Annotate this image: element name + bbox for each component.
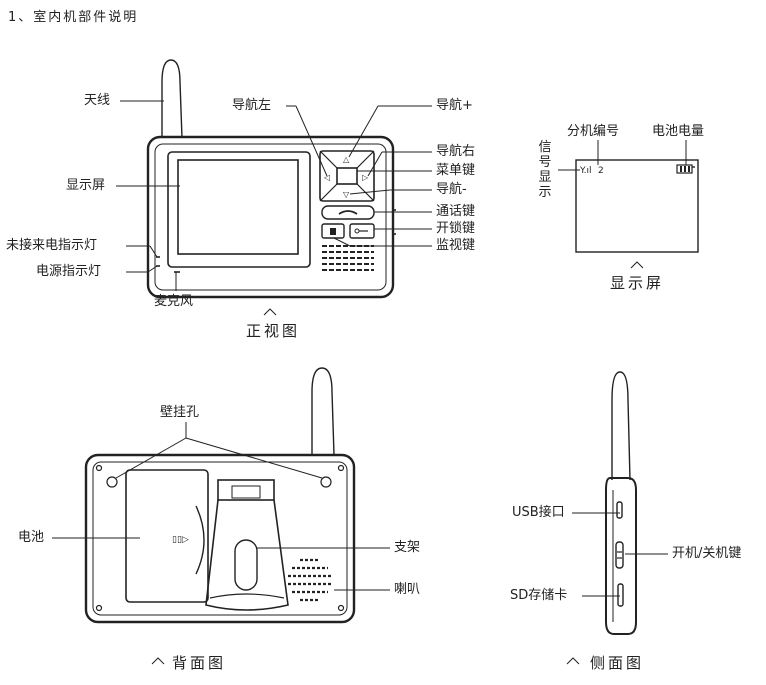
- side-device-body: [605, 477, 637, 635]
- side-caption-caret: [566, 657, 580, 665]
- front-screen-bezel: [167, 151, 311, 268]
- battery-icon: [676, 164, 693, 174]
- screen-signal-indicator: Y.ıl: [580, 166, 592, 176]
- stand-slot: [234, 539, 258, 591]
- label-battery-level: 电池电量: [652, 124, 705, 139]
- side-callout-lines: [572, 512, 668, 597]
- battery-cover: [125, 469, 209, 603]
- label-call-key: 通话键: [436, 204, 476, 219]
- caption-display: 显示屏: [610, 274, 665, 292]
- label-nav-right: 导航右: [436, 144, 476, 159]
- front-menu-key: [336, 167, 358, 185]
- back-antenna-shape: [311, 367, 335, 456]
- front-call-key: [321, 205, 375, 220]
- front-monitor-key: [321, 223, 345, 239]
- usb-port-mark: [616, 501, 623, 519]
- section-heading: 1、室内机部件说明: [8, 10, 139, 25]
- label-signal-display: 信号显示: [538, 140, 552, 200]
- label-antenna: 天线: [84, 93, 111, 108]
- front-caption-caret: [263, 308, 277, 316]
- label-usb-port: USB接口: [512, 505, 565, 520]
- display-detail-screen: [575, 159, 699, 253]
- front-speaker-grille: [322, 245, 374, 271]
- back-caption-caret: [151, 657, 165, 665]
- back-view-device: ▯▯▷: [84, 367, 356, 624]
- label-stand: 支架: [394, 540, 421, 555]
- label-menu-key: 菜单键: [436, 163, 476, 178]
- stand-hinge: [217, 479, 275, 501]
- back-callout-lines: [52, 422, 390, 591]
- mount-hole-right: [320, 476, 332, 488]
- label-screen: 显示屏: [66, 178, 106, 193]
- back-speaker-grille: [288, 558, 332, 602]
- label-missed-call-led: 未接来电指示灯: [6, 238, 98, 253]
- label-power-led: 电源指示灯: [36, 264, 102, 279]
- nav-left-arrow: ◁: [323, 173, 330, 182]
- power-key-mark: [615, 541, 624, 569]
- caption-front-view: 正视图: [246, 322, 301, 340]
- front-callout-lines: [116, 100, 432, 291]
- label-mount-holes: 壁挂孔: [160, 405, 200, 420]
- side-antenna-shape: [611, 371, 631, 481]
- label-battery: 电池: [18, 530, 45, 545]
- stand-shape: [205, 499, 289, 611]
- label-power-key: 开机/关机键: [672, 546, 742, 561]
- screen-extension-number: 2: [598, 166, 604, 176]
- front-nav-pad: [319, 150, 375, 202]
- label-extension-number: 分机编号: [567, 124, 620, 139]
- front-view-device: △ ▽ ◁ ▷: [146, 59, 396, 299]
- nav-right-arrow: ▷: [362, 173, 369, 182]
- caption-back-view: 背面图: [172, 654, 227, 672]
- display-detail: [558, 140, 699, 269]
- caption-side-view: 侧面图: [590, 654, 645, 672]
- label-nav-minus: 导航-: [436, 182, 467, 197]
- sd-slot-mark: [617, 583, 624, 607]
- label-unlock-key: 开锁键: [436, 221, 476, 236]
- front-device-body: [146, 135, 395, 299]
- label-speaker: 喇叭: [394, 582, 421, 597]
- front-antenna-shape: [161, 59, 183, 139]
- label-nav-left: 导航左: [232, 98, 272, 113]
- label-microphone: 麦克风: [154, 294, 194, 309]
- label-nav-plus: 导航+: [436, 98, 473, 113]
- label-sd-card: SD存储卡: [510, 588, 568, 603]
- nav-up-arrow: △: [343, 155, 350, 164]
- display-caption-caret: [630, 261, 644, 269]
- front-unlock-key: [349, 223, 375, 239]
- front-screen-area: [177, 159, 299, 255]
- label-monitor-key: 监视键: [436, 238, 476, 253]
- side-view-device: [605, 371, 637, 635]
- mount-hole-left: [106, 476, 118, 488]
- battery-arrow-mark: ▯▯▷: [172, 535, 189, 545]
- nav-down-arrow: ▽: [343, 190, 350, 199]
